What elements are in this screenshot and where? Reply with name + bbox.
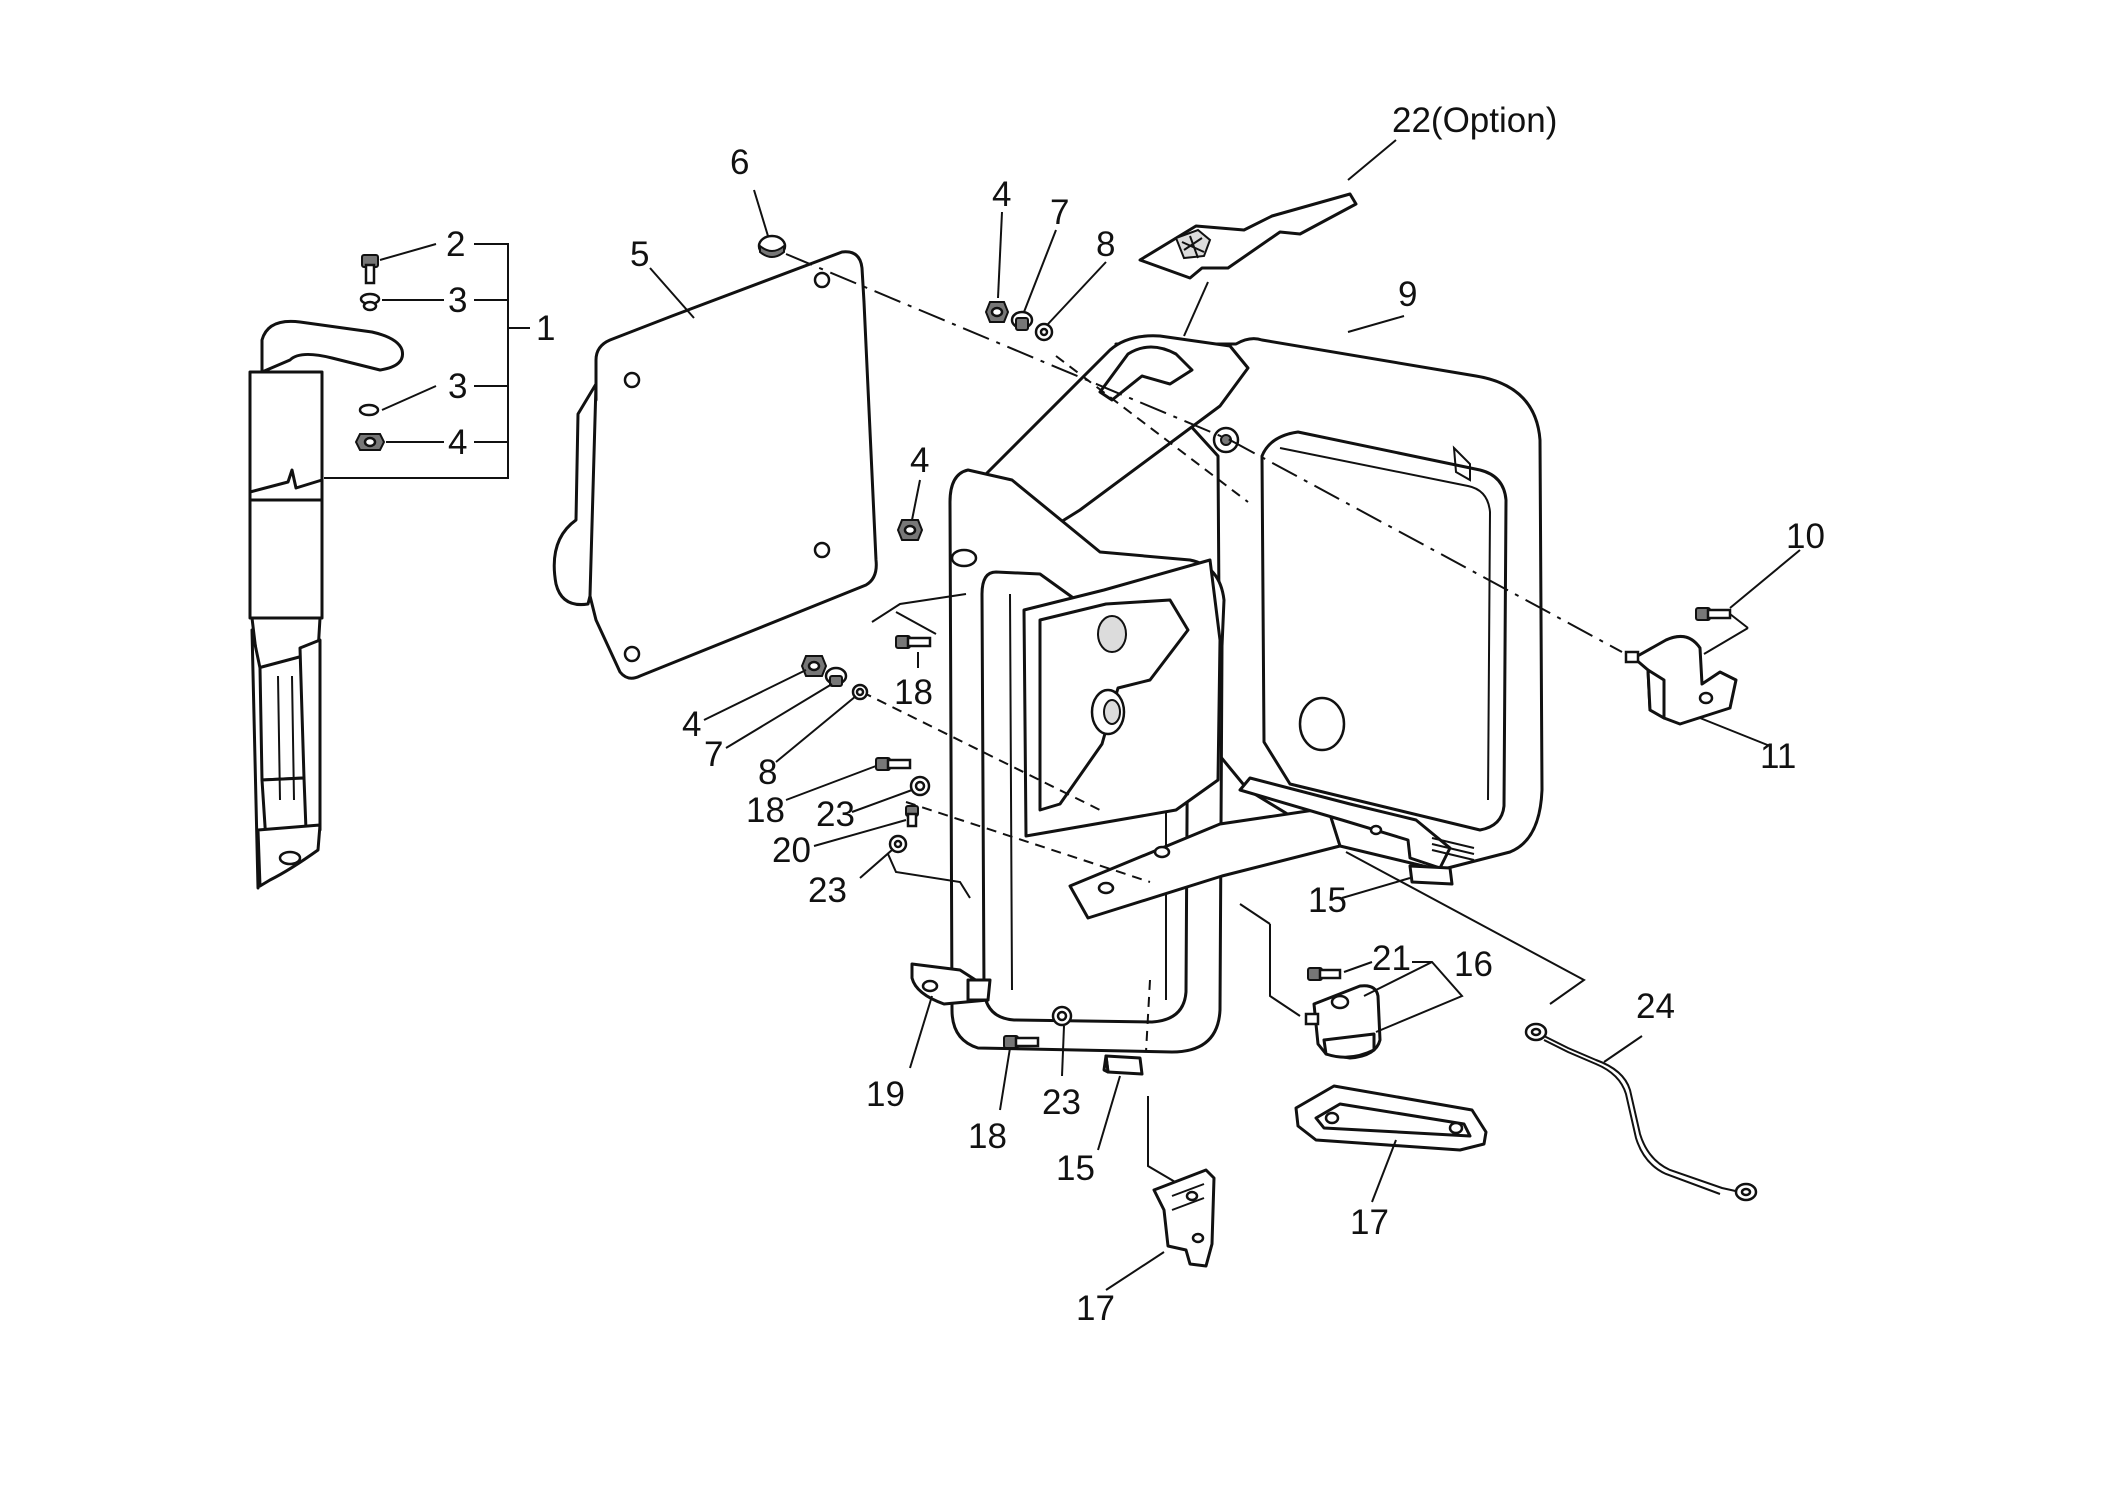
label-3-lower: 3 <box>448 367 467 406</box>
pads-15 <box>1102 864 1454 1076</box>
label-18-bottom: 18 <box>968 1117 1007 1156</box>
latch-16 <box>1304 967 1382 1060</box>
label-15-bottom: 15 <box>1056 1149 1095 1188</box>
side-panel <box>552 234 878 680</box>
bracket-19 <box>910 962 992 1006</box>
label-8-left: 8 <box>758 753 777 792</box>
label-20: 20 <box>772 831 811 870</box>
label-7-top: 7 <box>1050 193 1069 232</box>
belt-strap-assembly <box>248 243 530 890</box>
hardware-left-cluster <box>800 655 931 854</box>
callout-labels: 2 3 1 3 4 5 6 4 7 8 22(Option) 9 4 10 18… <box>446 101 1825 1328</box>
label-1: 1 <box>536 309 555 348</box>
label-4-left: 4 <box>682 705 701 744</box>
label-9: 9 <box>1398 275 1417 314</box>
label-17-bottom: 17 <box>1076 1289 1115 1328</box>
hardware-bottom-cluster <box>1003 1005 1073 1049</box>
label-19: 19 <box>866 1075 905 1114</box>
label-22-option: 22(Option) <box>1392 101 1557 140</box>
main-frame <box>948 334 1544 1054</box>
mat-22 <box>1138 192 1358 280</box>
label-23-bottom: 23 <box>1042 1083 1081 1122</box>
label-11: 11 <box>1760 737 1796 776</box>
cable-24 <box>1524 1022 1758 1202</box>
label-8-top: 8 <box>1096 225 1115 264</box>
label-24: 24 <box>1636 987 1675 1026</box>
label-4-belt: 4 <box>448 423 467 462</box>
label-18-left: 18 <box>746 791 785 830</box>
label-16: 16 <box>1454 945 1493 984</box>
assembly-lines <box>785 253 1623 1187</box>
label-17-right: 17 <box>1350 1203 1389 1242</box>
label-23-middle: 23 <box>808 871 847 910</box>
label-15-right: 15 <box>1308 881 1347 920</box>
hinge-11 <box>1624 607 1749 726</box>
label-6: 6 <box>730 143 749 182</box>
hardware-middle-cluster <box>895 519 978 649</box>
label-2: 2 <box>446 225 465 264</box>
leader-lines <box>649 139 1801 1291</box>
hardware-top-cluster <box>984 301 1054 342</box>
label-4-middle: 4 <box>910 441 929 480</box>
label-4-top: 4 <box>992 175 1011 214</box>
label-10: 10 <box>1786 517 1825 556</box>
label-5: 5 <box>630 235 649 274</box>
label-23-upper: 23 <box>816 795 855 834</box>
steps-17 <box>1152 1084 1488 1268</box>
label-18-middle: 18 <box>894 673 933 712</box>
label-7-left: 7 <box>704 735 723 774</box>
label-3-upper: 3 <box>448 281 467 320</box>
label-21: 21 <box>1372 939 1411 978</box>
